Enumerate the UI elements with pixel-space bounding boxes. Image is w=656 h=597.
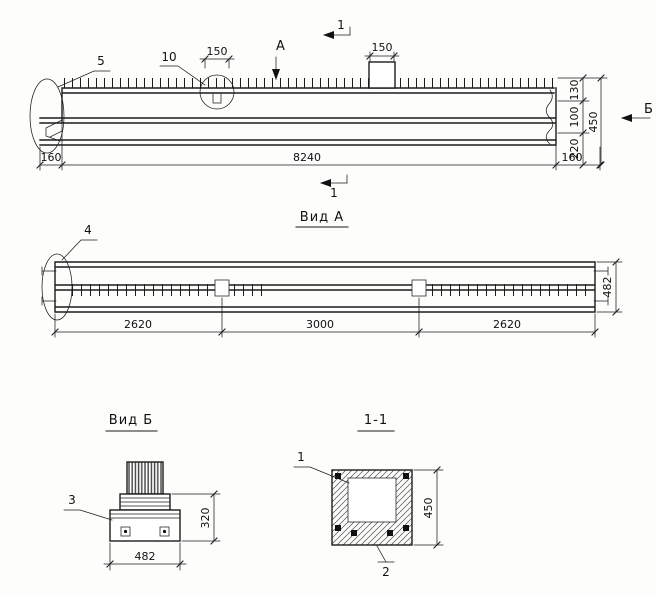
dim-100-label: 100: [568, 107, 581, 128]
dim-482-viewb-label: 482: [135, 550, 156, 563]
view-b-letter: Б: [644, 102, 654, 117]
section-cavity: [347, 477, 397, 523]
rebar-dot-4: [403, 525, 409, 531]
pedestal-mid-lines: [119, 497, 171, 507]
anchor-dot-right: [162, 529, 167, 534]
leader-callout-4: [61, 239, 98, 261]
callout-5-label: 5: [97, 54, 105, 68]
callout-3-label: 3: [68, 493, 76, 507]
detail-ellipse-4: [41, 253, 73, 321]
detail-circle-10: [199, 74, 235, 110]
elevation-dim-lines: [39, 51, 608, 171]
dim-3000-label: 3000: [306, 318, 334, 331]
rebar-dot-1: [335, 473, 341, 479]
view-a-title: Вид А: [300, 210, 344, 225]
view-b-dim-lines: [103, 493, 221, 571]
pedestal-base: [109, 509, 181, 542]
stirrup-ticks-top: [64, 78, 554, 88]
callout-10-label: 10: [161, 50, 176, 64]
dim-150-left-label: 150: [207, 45, 228, 58]
rebar-dot-2: [403, 473, 409, 479]
joint-block: [368, 61, 396, 89]
dim-160-left-label: 160: [41, 151, 62, 164]
callout-2-label: 2: [382, 565, 390, 579]
rebar-dot-3: [335, 525, 341, 531]
dim-150-right-label: 150: [372, 41, 393, 54]
anchor-box-left: [120, 526, 131, 537]
dim-450-label: 450: [587, 112, 600, 133]
anchor-dot-left: [123, 529, 128, 534]
dim-320-label: 320: [199, 508, 212, 529]
pedestal-column-stub: [126, 461, 164, 495]
section-mark-top-label: 1: [337, 18, 345, 32]
dim-2620-right-label: 2620: [493, 318, 521, 331]
view-b-title: Вид Б: [109, 413, 153, 428]
plan-dim-lines: [54, 261, 623, 338]
anchor-box-right: [159, 526, 170, 537]
section-dim-lines: [413, 469, 444, 546]
plan-joint-plate-1: [214, 279, 230, 297]
elevation-view: 5 10 150 А 150 1 1 Б 160 8240 160 130 10…: [29, 18, 654, 200]
dim-482-plan-label: 482: [601, 277, 614, 298]
leader-callout-2: [376, 545, 395, 563]
section-1-1-title: 1-1: [364, 413, 388, 428]
break-line: [545, 89, 554, 145]
leader-callout-3: [63, 509, 113, 521]
rebar-dot-5: [351, 530, 357, 536]
leader-callout-1: [293, 466, 350, 484]
dim-2620-left-label: 2620: [124, 318, 152, 331]
dim-450-section-label: 450: [422, 498, 435, 519]
leader-callout-5: [57, 70, 111, 88]
detail-circle-5: [29, 78, 65, 154]
plan-dim-ticks: [51, 258, 620, 336]
elevation-dim-ticks: [36, 52, 605, 169]
view-b: Вид Б 3 482 320: [63, 413, 221, 571]
pedestal-base-lines: [109, 513, 181, 519]
end-anchor-hook: [45, 119, 63, 142]
dim-total-label: 8240: [293, 151, 321, 164]
plan-joint-plate-2: [411, 279, 427, 297]
callout-4-label: 4: [84, 223, 92, 237]
view-b-dim-ticks: [106, 490, 218, 568]
plan-view-a: Вид А 4 2620 3000 2620 482: [41, 210, 623, 338]
rebar-dot-6: [387, 530, 393, 536]
dim-130-label: 130: [568, 80, 581, 101]
section-dim-ticks: [433, 466, 441, 549]
dim-160-right-label: 160: [562, 151, 583, 164]
plan-end-bars: [41, 266, 609, 306]
view-a-letter: А: [276, 39, 286, 54]
leader-callout-10: [159, 65, 206, 86]
section-mark-bottom-label: 1: [330, 186, 338, 200]
section-1-1: 1-1 1 2 450: [293, 413, 444, 579]
plan-outline: [54, 261, 596, 313]
callout-1-label: 1: [297, 450, 305, 464]
beam-outline: [39, 87, 557, 146]
dim-220-label: 220: [568, 139, 581, 160]
joint-plate: [212, 92, 222, 104]
